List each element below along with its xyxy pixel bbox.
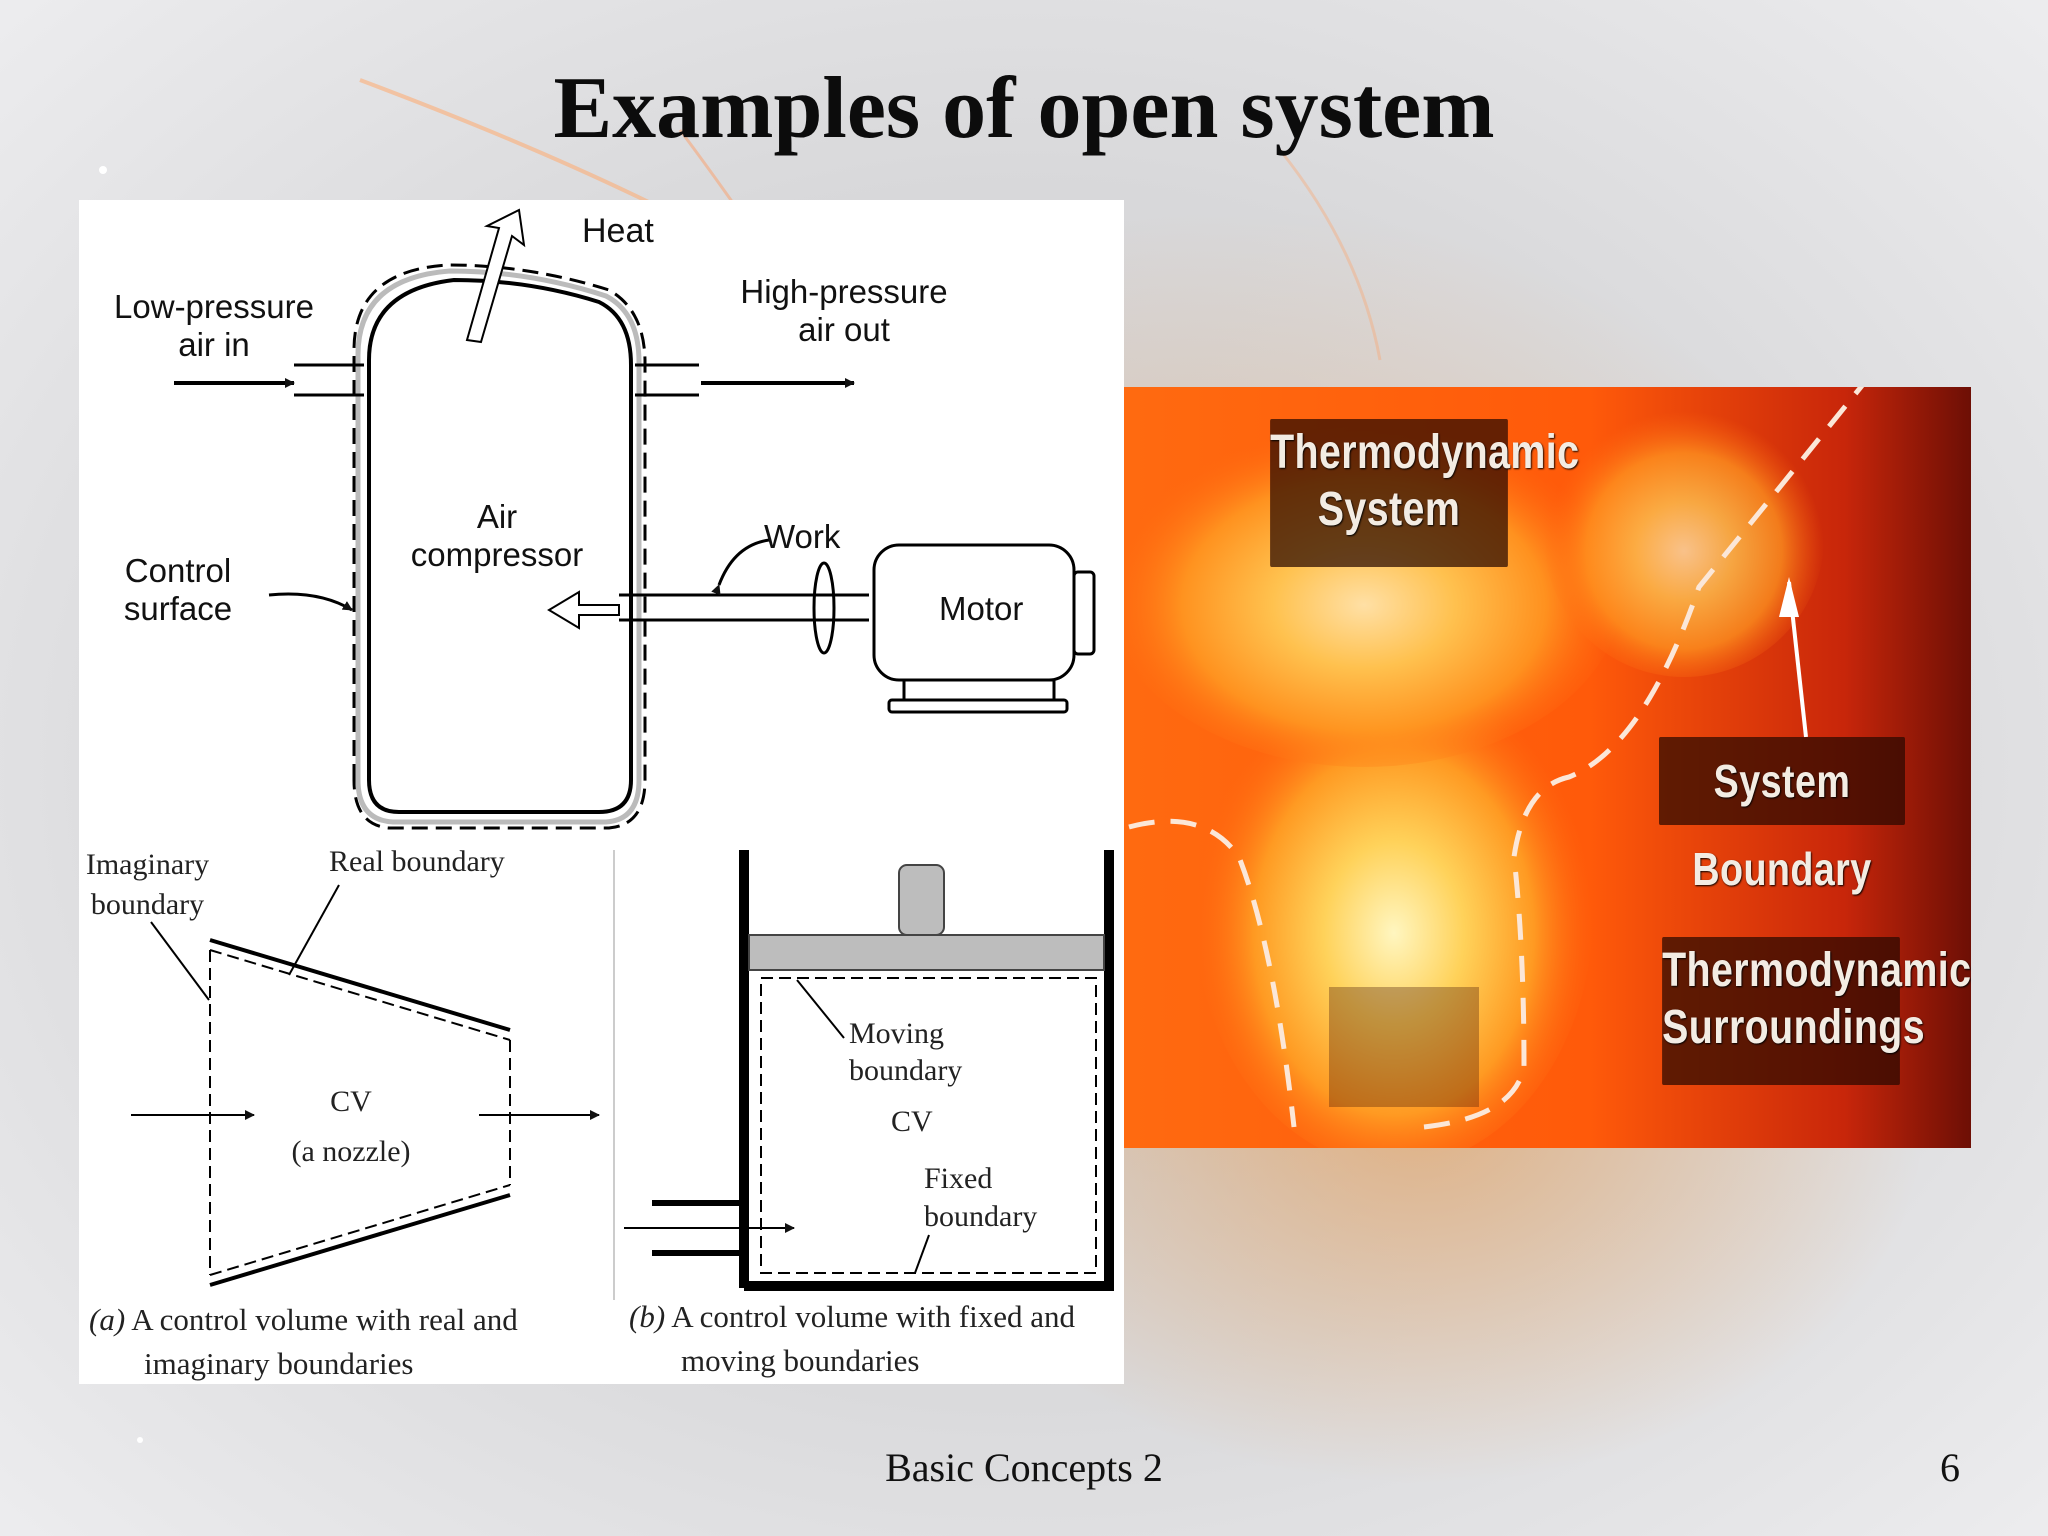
- system-boundary-label: System Boundary: [1659, 737, 1905, 895]
- low-pressure-line1: Low-pressure: [114, 288, 314, 325]
- nozzle-caption: (a) A control volume with real and imagi…: [89, 1298, 614, 1386]
- footer-title: Basic Concepts 2: [885, 1445, 1163, 1490]
- piston-caption: (b) A control volume with fixed and movi…: [629, 1295, 1124, 1383]
- piston-cv-label: CV: [891, 1105, 933, 1138]
- control-surface-line1: Control: [124, 552, 232, 589]
- high-pressure-label: High-pressure air out: [724, 273, 964, 349]
- nozzle-caption-line1: A control volume with real and: [131, 1302, 518, 1337]
- nozzle-sub-label: (a nozzle): [291, 1135, 411, 1168]
- fixed-boundary-label: Fixed boundary: [924, 1160, 1037, 1236]
- high-pressure-line2: air out: [798, 311, 890, 348]
- nozzle-diagram: [131, 884, 600, 1287]
- imaginary-boundary-label: Imaginary boundary: [75, 845, 220, 925]
- control-surface-label: Control surface: [103, 552, 253, 628]
- work-label: Work: [764, 518, 841, 555]
- moving-line1: Moving: [849, 1017, 945, 1050]
- air-compressor-label: Air compressor: [397, 498, 597, 574]
- heat-label: Heat: [582, 212, 654, 250]
- piston-caption-line1: A control volume with fixed and: [671, 1299, 1075, 1334]
- system-line1: Thermodynamic: [1270, 426, 1580, 479]
- fire-photo: Thermodynamic System System Boundary The…: [1124, 387, 1971, 1148]
- imaginary-line1: Imaginary: [85, 848, 210, 881]
- fixed-line2: boundary: [924, 1200, 1038, 1233]
- moving-line2: boundary: [849, 1054, 963, 1087]
- thermodynamic-surroundings-label: Thermodynamic Surroundings: [1662, 937, 1971, 1085]
- system-line2: System: [1317, 482, 1461, 536]
- control-surface-line2: surface: [123, 590, 233, 627]
- air-compressor-line1: Air: [476, 498, 518, 535]
- thermodynamic-system-label: Thermodynamic System: [1270, 419, 1580, 567]
- page-number: 6: [1940, 1445, 1960, 1490]
- nozzle-caption-line2: imaginary boundaries: [144, 1346, 414, 1381]
- surroundings-line1: Thermodynamic: [1662, 944, 1971, 997]
- air-compressor-line2: compressor: [410, 536, 584, 573]
- real-boundary-label: Real boundary: [329, 845, 505, 878]
- diagrams-panel: Heat Low-pressure air in High-pressure a…: [79, 200, 1124, 1384]
- motor-label: Motor: [939, 590, 1024, 627]
- nozzle-cv-label: CV: [330, 1085, 372, 1118]
- imaginary-line2: boundary: [90, 888, 205, 921]
- high-pressure-line1: High-pressure: [740, 273, 948, 310]
- nozzle-caption-tag: (a): [89, 1302, 126, 1337]
- piston-cylinder-diagram: [624, 850, 1114, 1291]
- compressor-diagram: [131, 208, 1114, 1300]
- slide-title: Examples of open system: [553, 60, 1495, 157]
- piston-caption-line2: moving boundaries: [681, 1343, 920, 1378]
- moving-boundary-label: Moving boundary: [849, 1015, 962, 1089]
- surroundings-line2: Surroundings: [1662, 1000, 1926, 1054]
- low-pressure-label: Low-pressure air in: [94, 288, 334, 364]
- low-pressure-line2: air in: [178, 326, 250, 363]
- piston-caption-tag: (b): [629, 1299, 666, 1334]
- fixed-line1: Fixed: [924, 1162, 993, 1195]
